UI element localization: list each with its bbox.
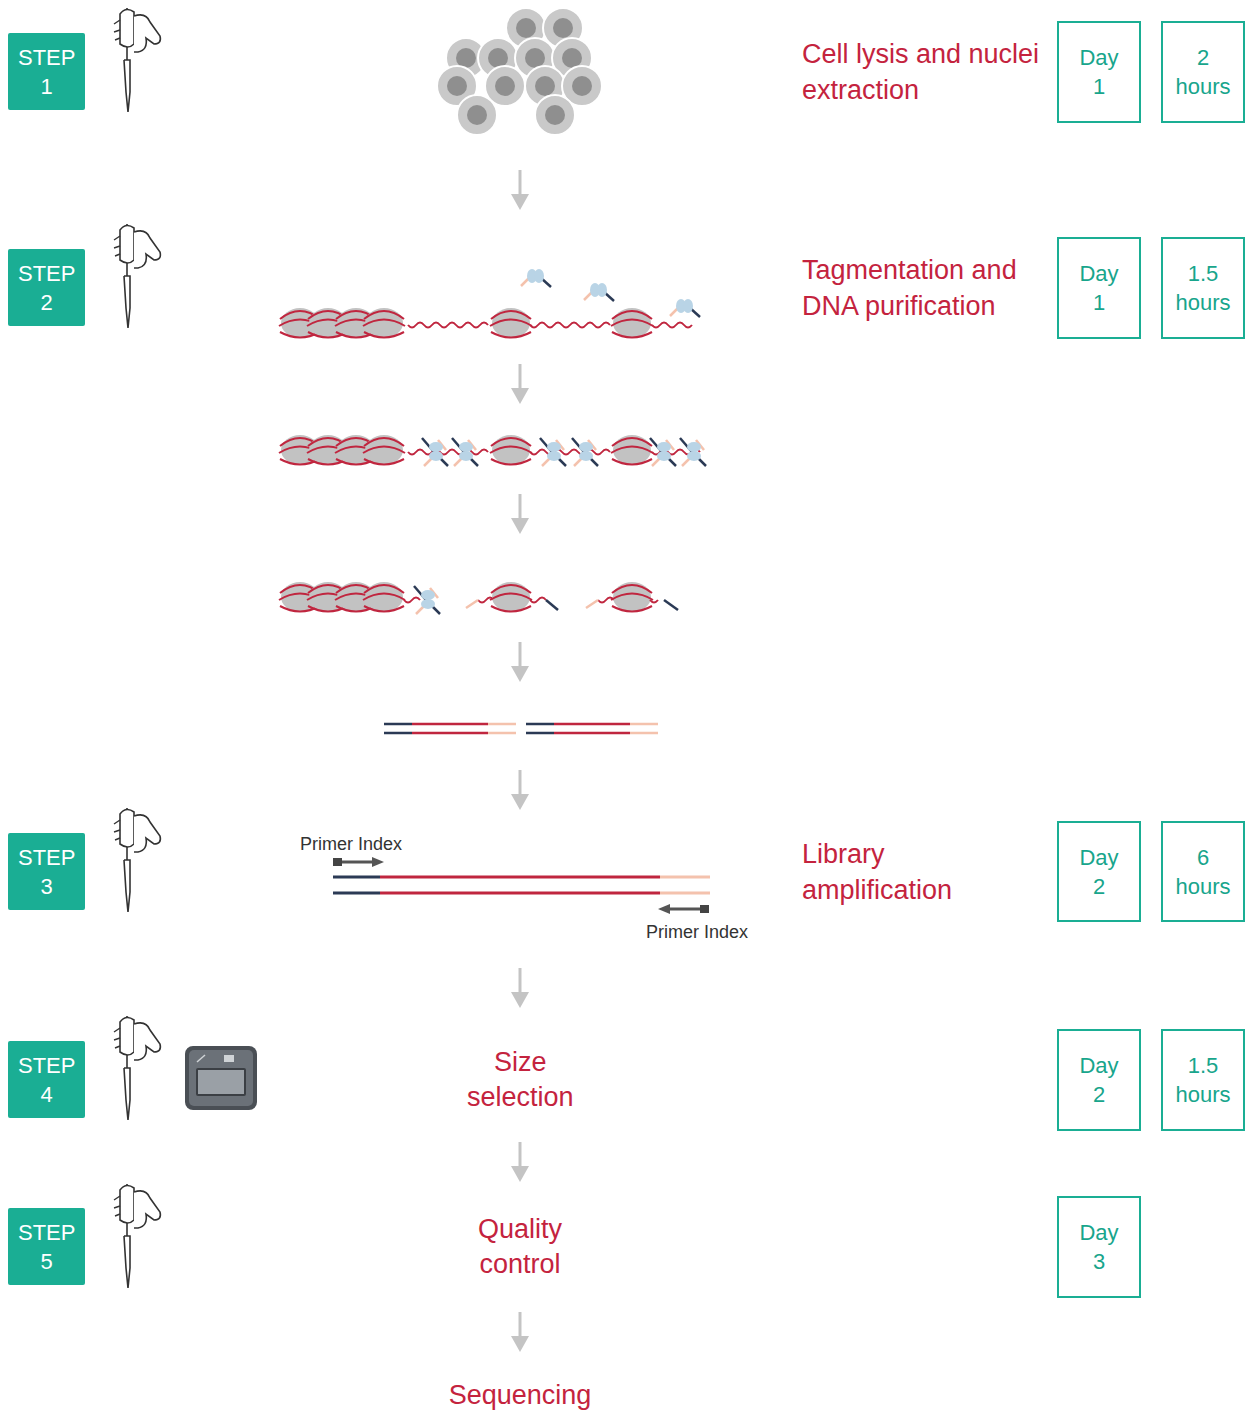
time-box: 2 hours — [1161, 21, 1245, 123]
time-label: 2 hours — [1175, 43, 1230, 101]
step-title: Sequencing — [400, 1378, 640, 1413]
step-label: STEP 5 — [18, 1218, 75, 1276]
step-title: Tagmentation and DNA purification — [802, 252, 1052, 324]
time-box: Day 2 — [1057, 821, 1141, 922]
time-box: 1.5 hours — [1161, 237, 1245, 339]
step-label: STEP 2 — [18, 259, 75, 317]
step-badge: STEP 3 — [8, 833, 85, 910]
instrument-icon — [185, 1046, 257, 1110]
time-label: 6 hours — [1175, 843, 1230, 901]
time-box: 6 hours — [1161, 821, 1245, 922]
step-label: STEP 1 — [18, 43, 75, 101]
time-box: Day 3 — [1057, 1196, 1141, 1298]
step-badge: STEP 2 — [8, 249, 85, 326]
primer-label: Primer Index — [608, 921, 748, 943]
cell-cluster — [437, 8, 602, 135]
step-label: STEP 3 — [18, 843, 75, 901]
step-title: Size selection — [467, 1045, 574, 1115]
time-box: Day 2 — [1057, 1029, 1141, 1131]
time-label: 1.5 hours — [1175, 259, 1230, 317]
time-box: Day 1 — [1057, 237, 1141, 339]
step-badge: STEP 4 — [8, 1041, 85, 1118]
step-title: Library amplification — [802, 836, 1002, 908]
time-label: Day 2 — [1079, 843, 1118, 901]
step-badge: STEP 5 — [8, 1208, 85, 1285]
library-fragment — [333, 857, 710, 914]
step-title: Cell lysis and nuclei extraction — [802, 36, 1050, 108]
step-title: Quality control — [478, 1212, 562, 1282]
time-box: 1.5 hours — [1161, 1029, 1245, 1131]
time-label: Day 2 — [1079, 1051, 1118, 1109]
time-label: Day 3 — [1079, 1218, 1118, 1276]
dna-fragments — [384, 724, 658, 733]
time-label: 1.5 hours — [1175, 1051, 1230, 1109]
time-label: Day 1 — [1079, 259, 1118, 317]
step-label: STEP 4 — [18, 1051, 75, 1109]
time-box: Day 1 — [1057, 21, 1141, 123]
step-badge: STEP 1 — [8, 33, 85, 110]
chromatin-drawing — [279, 269, 706, 614]
primer-label: Primer Index — [300, 833, 440, 855]
time-label: Day 1 — [1079, 43, 1118, 101]
